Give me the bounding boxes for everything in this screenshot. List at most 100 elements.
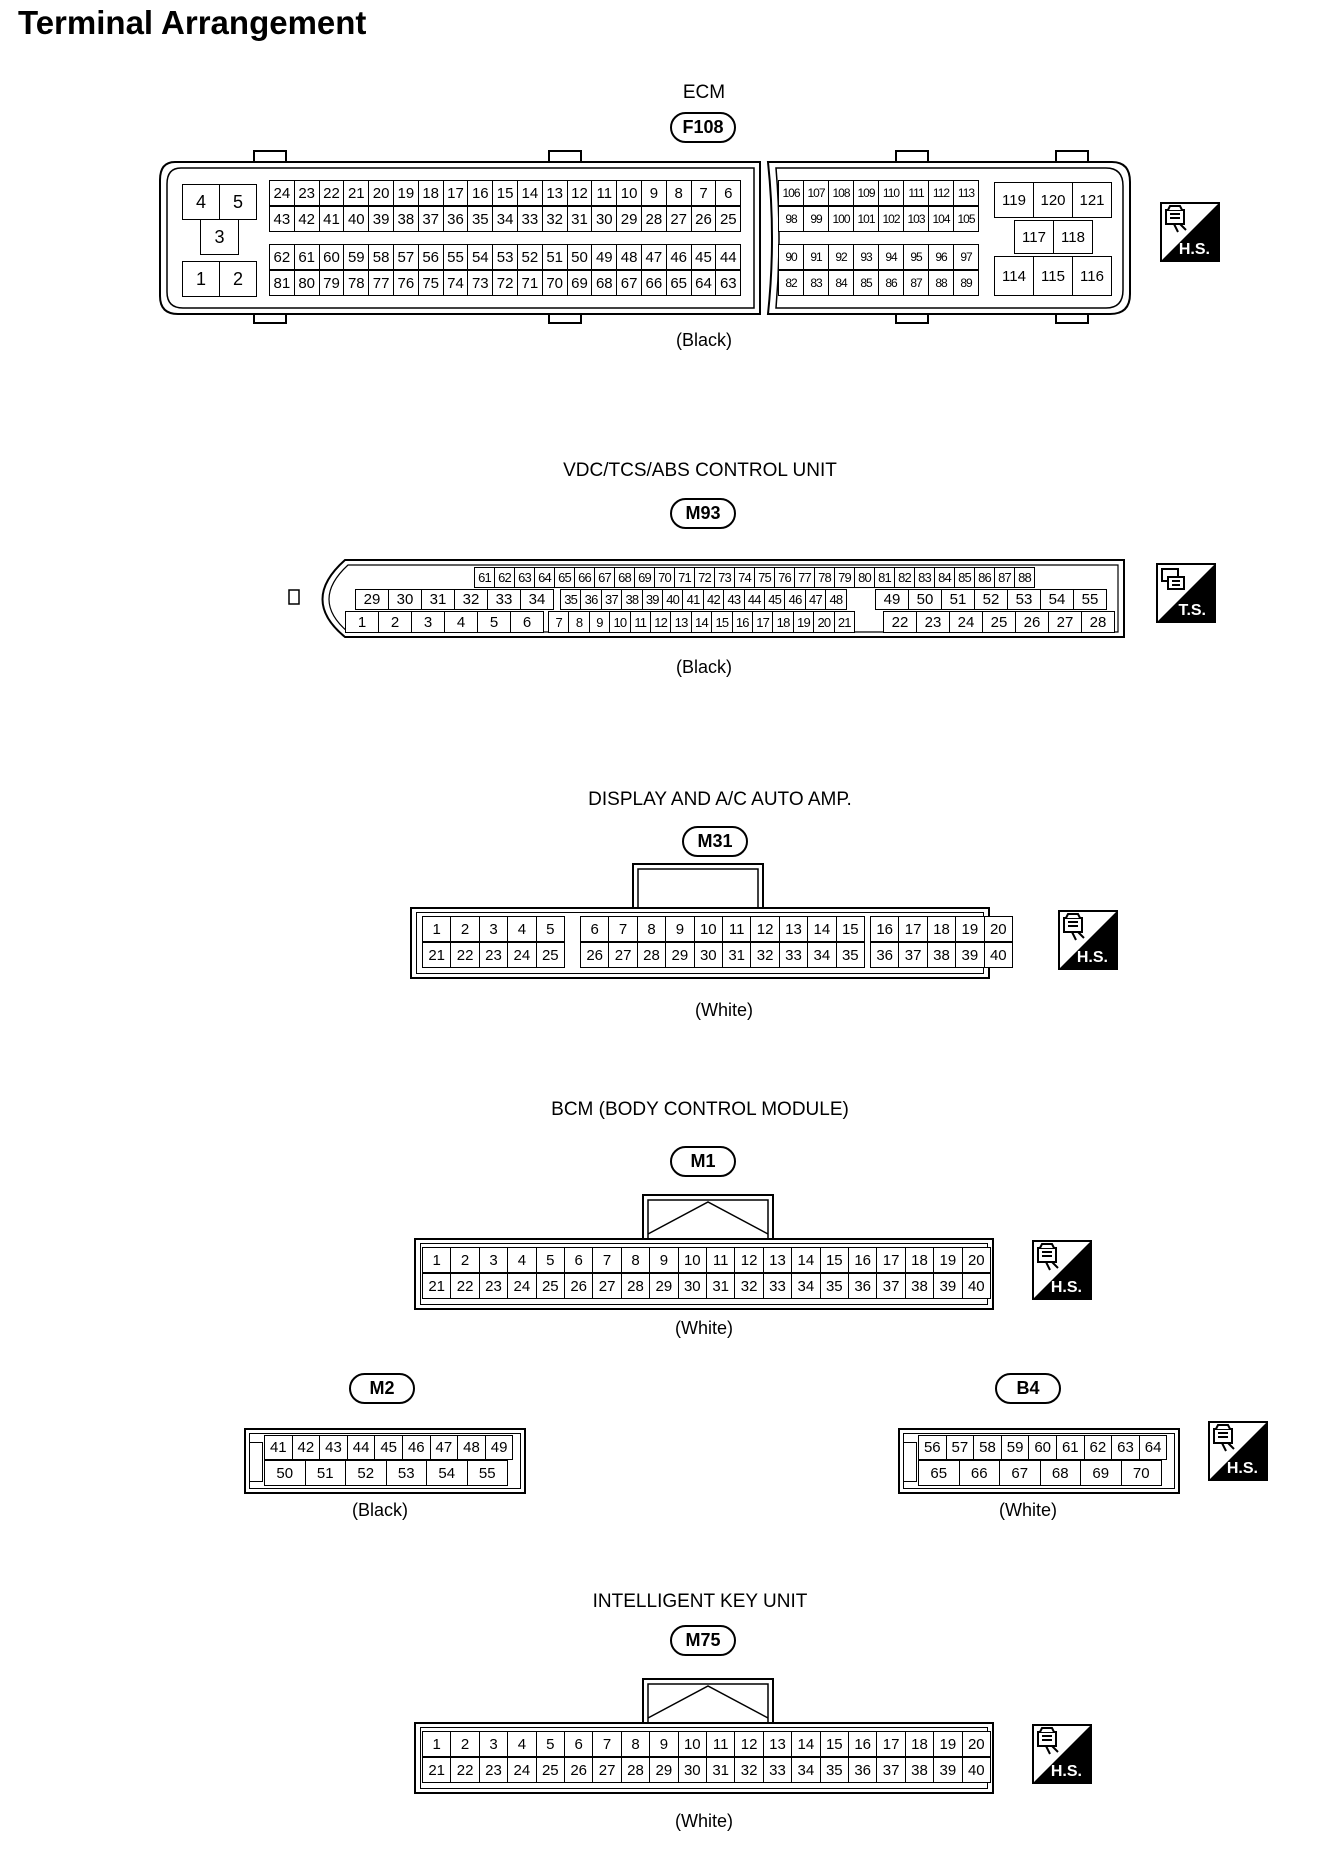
m31-harness-side-view-icon: H.S. [1058,910,1118,970]
terminal-cell: 41 [682,589,704,610]
terminal-cell: 70 [654,567,675,588]
terminal-cell: 43 [319,1435,348,1460]
terminal-cell: 50 [908,589,942,610]
terminal-cell: 22 [450,942,480,968]
terminal-cell: 18 [904,1731,935,1757]
terminal-cell: 100 [828,206,854,232]
terminal-cell: 33 [778,942,809,968]
terminal-cell: 35 [819,1273,849,1299]
terminal-cell: 54 [426,1460,468,1486]
terminal-cell: 63 [514,567,535,588]
terminal-cell: 5 [535,1731,565,1757]
m75-harness-side-view-icon: H.S. [1032,1724,1092,1784]
terminal-cell: 110 [878,180,904,206]
terminal-cell: 26 [1015,611,1049,633]
terminal-cell: 19 [933,1731,963,1757]
f108-symbol-text: H.S. [1179,241,1210,258]
terminal-cell: 103 [903,206,929,232]
terminal-cell: 19 [393,180,419,206]
terminal-cell: 3 [478,916,509,942]
terminal-cell: 46 [665,244,692,270]
terminal-cell: 33 [762,1757,793,1783]
terminal-cell: 79 [834,567,855,588]
terminal-cell: 76 [393,270,419,296]
terminal-cell: 29 [616,206,642,232]
terminal-cell: 21 [343,180,370,206]
display-ac-amp-unit-name: DISPLAY AND A/C AUTO AMP. [588,789,852,810]
terminal-cell: 53 [492,244,518,270]
terminal-cell: 50 [566,244,593,270]
terminal-cell: 86 [878,270,904,296]
terminal-cell: 18 [926,916,957,942]
terminal-cell: 30 [591,206,618,232]
terminal-cell: 12 [734,1247,764,1273]
terminal-cell: 14 [807,916,837,942]
terminal-cell: 8 [636,916,667,942]
m2-side-key [249,1442,263,1482]
terminal-cell: 70 [541,270,568,296]
terminal-cell: 45 [764,589,786,610]
terminal-cell: 29 [355,589,389,610]
terminal-cell: 4 [507,1731,537,1757]
terminal-cell: 23 [916,611,950,633]
terminal-cell: 24 [507,1273,537,1299]
terminal-cell: 54 [1040,589,1074,610]
terminal-cell: 71 [674,567,695,588]
m93-housing-color: (Black) [675,657,732,677]
terminal-cell: 41 [318,206,345,232]
terminal-cell: 13 [541,180,568,206]
terminal-cell: 21 [833,611,855,633]
terminal-cell: 55 [442,244,469,270]
terminal-cell: 28 [641,206,667,232]
terminal-cell: 31 [722,942,752,968]
terminal-cell: 8 [620,1247,651,1273]
terminal-cell: 27 [592,1757,622,1783]
terminal-cell: 37 [876,1273,906,1299]
m2-housing-color: (Black) [351,1500,408,1520]
terminal-cell: 59 [343,244,370,270]
terminal-cell: 10 [693,916,723,942]
terminal-cell: 17 [876,1247,906,1273]
terminal-cell: 26 [580,942,610,968]
terminal-cell: 96 [928,244,954,270]
terminal-cell: 45 [374,1435,403,1460]
m1-symbol-text: H.S. [1051,1279,1082,1296]
terminal-cell: 8 [620,1731,651,1757]
terminal-cell: 28 [620,1757,651,1783]
terminal-cell: 29 [649,1273,679,1299]
terminal-cell: 73 [714,567,735,588]
terminal-cell: 121 [1072,182,1112,218]
terminal-cell: 35 [835,942,865,968]
f108-harness-side-view-icon: H.S. [1160,202,1220,262]
terminal-cell: 36 [848,1273,878,1299]
terminal-cell: 67 [999,1460,1041,1486]
terminal-cell: 93 [853,244,879,270]
terminal-cell: 42 [293,206,320,232]
terminal-cell: 31 [706,1273,736,1299]
terminal-cell: 12 [650,611,672,633]
terminal-cell: 69 [1080,1460,1122,1486]
terminal-cell: 19 [792,611,815,633]
terminal-cell: 108 [828,180,854,206]
m75-lock-boss [642,1678,774,1731]
terminal-cell: 24 [507,942,537,968]
terminal-cell: 117 [1014,220,1054,254]
terminal-cell: 95 [903,244,929,270]
terminal-cell: 49 [484,1435,514,1460]
terminal-cell: 36 [442,206,469,232]
terminal-cell: 39 [368,206,394,232]
terminal-cell: 56 [918,1435,947,1460]
b4-harness-side-view-icon: H.S. [1208,1421,1268,1481]
terminal-cell: 4 [444,611,478,633]
terminal-cell: 27 [608,942,638,968]
terminal-cell: 66 [641,270,667,296]
terminal-cell: 26 [564,1273,594,1299]
terminal-cell: 26 [564,1757,594,1783]
terminal-cell: 62 [1083,1435,1113,1460]
terminal-cell: 6 [715,180,742,206]
terminal-cell: 44 [743,589,765,610]
terminal-cell: 44 [715,244,742,270]
terminal-cell: 25 [982,611,1016,633]
terminal-cell: 2 [378,611,412,633]
terminal-cell: 60 [1028,1435,1057,1460]
